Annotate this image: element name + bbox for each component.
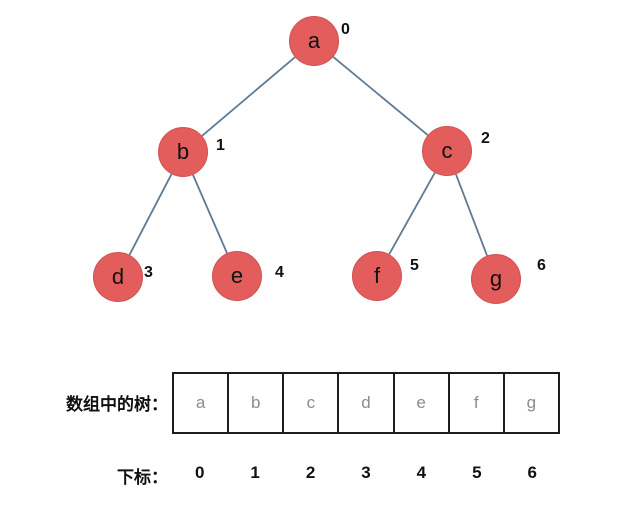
array-row-label: 数组中的树： (66, 395, 168, 414)
tree-edge-a-b (201, 56, 296, 137)
tree-node-c[interactable]: c (422, 126, 472, 176)
tree-edge-c-g (455, 174, 488, 256)
tree-edge-a-c (332, 56, 429, 136)
tree-node-index-g: 6 (537, 257, 546, 274)
array-cell-4: e (394, 374, 450, 432)
index-cell-3: 3 (361, 463, 371, 482)
array-cell-6: g (504, 374, 558, 432)
tree-node-index-c: 2 (481, 130, 490, 147)
tree-edge-b-d (128, 173, 173, 256)
tree-node-a[interactable]: a (289, 16, 339, 66)
tree-edge-c-f (388, 172, 436, 255)
tree-node-f[interactable]: f (352, 251, 402, 301)
tree-node-index-a: 0 (341, 21, 350, 38)
index-cell-1: 1 (250, 463, 260, 482)
index-cell-6: 6 (527, 463, 537, 482)
tree-node-index-b: 1 (216, 137, 225, 154)
tree-node-e[interactable]: e (212, 251, 262, 301)
tree-node-index-e: 4 (275, 264, 284, 281)
tree-node-g[interactable]: g (471, 254, 521, 304)
array-cell-2: c (284, 374, 340, 432)
tree-node-d[interactable]: d (93, 252, 143, 302)
tree-node-b[interactable]: b (158, 127, 208, 177)
tree-edge-group (128, 56, 488, 256)
index-cell-2: 2 (305, 463, 316, 482)
array-cell-0: a (174, 374, 230, 432)
array-cell-1: b (229, 374, 285, 432)
index-cell-0: 0 (194, 463, 205, 482)
tree-edges-layer (128, 56, 488, 256)
tree-node-index-d: 3 (144, 264, 153, 281)
array-cell-5: f (449, 374, 505, 432)
index-representation-row: 下标： 0 1 2 3 4 5 6 (0, 455, 624, 491)
tree-edge-b-e (192, 174, 228, 254)
index-cell-4: 4 (416, 463, 427, 482)
array-cell-3: d (339, 374, 395, 432)
index-cell-5: 5 (472, 463, 482, 482)
index-cells-row: 0 1 2 3 4 5 6 (172, 455, 560, 491)
tree-node-index-f: 5 (410, 257, 419, 274)
index-row-label: 下标： (117, 468, 168, 487)
